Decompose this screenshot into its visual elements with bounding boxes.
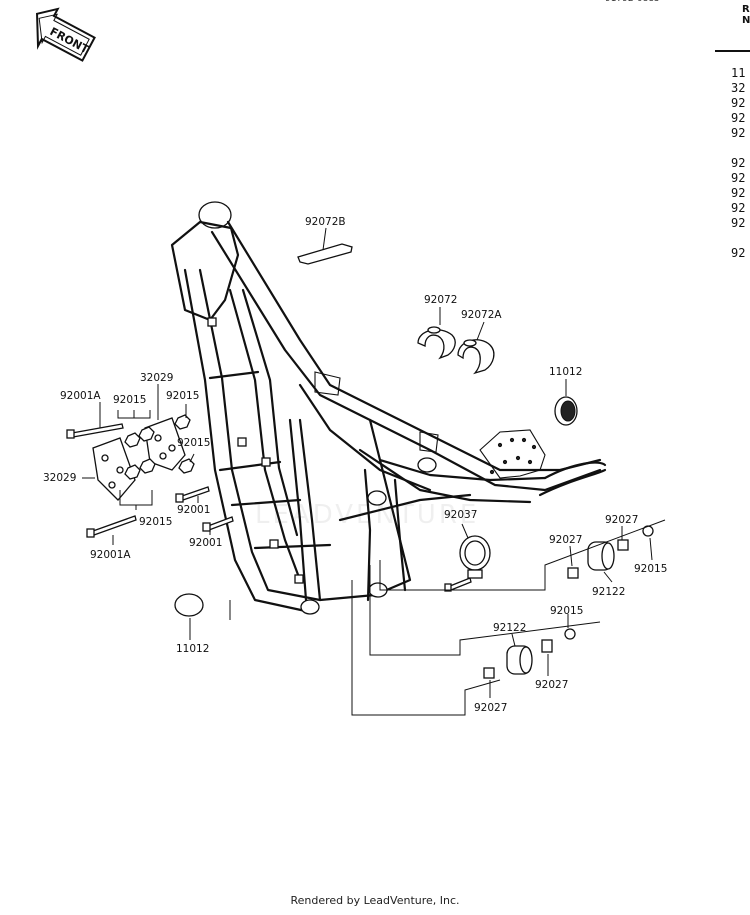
label-92122-a: 92122 xyxy=(592,586,625,598)
leader-lines xyxy=(82,227,666,716)
header-rule xyxy=(715,50,750,52)
clamp-92072B-icon xyxy=(297,243,353,265)
damper-92122-lower-icon xyxy=(483,628,576,679)
label-92001-a: 92001 xyxy=(177,504,210,516)
ref-row: 92 xyxy=(731,126,746,140)
label-92027-a: 92027 xyxy=(549,534,582,546)
steering-head xyxy=(198,201,232,229)
label-92072A: 92072A xyxy=(461,309,502,321)
cap-11012-top-icon xyxy=(554,396,578,426)
footer-credit: Rendered by LeadVenture, Inc. xyxy=(290,894,460,907)
label-92072B: 92072B xyxy=(305,216,346,228)
ref-row: 32 xyxy=(731,81,746,95)
label-92015-a: 92015 xyxy=(113,394,146,406)
nut-icon xyxy=(124,414,195,480)
corner-header-line-2: N xyxy=(742,15,750,26)
label-92015-f: 92015 xyxy=(550,605,583,617)
ref-row: 92 xyxy=(731,171,746,185)
front-arrow-icon: FRONT xyxy=(36,7,96,62)
label-11012-top: 11012 xyxy=(549,366,582,378)
label-92015-b: 92015 xyxy=(166,390,199,402)
band-92037-icon xyxy=(459,535,491,579)
part-number-labels: 92072B 92072 92072A 11012 32029 92001A 9… xyxy=(43,216,667,714)
corner-header: R N xyxy=(742,4,750,26)
part-reference-column: 11 32 92 92 92 92 92 92 92 92 92 xyxy=(731,66,750,261)
cap-11012-bottom-icon xyxy=(174,593,204,617)
engine-mount-plate-upper xyxy=(144,417,186,471)
damper-92122-upper-icon xyxy=(567,525,654,579)
motorcycle-frame xyxy=(170,201,607,615)
label-92001A-top: 92001A xyxy=(60,390,101,402)
label-92027-c: 92027 xyxy=(535,679,568,691)
label-92001-b: 92001 xyxy=(189,537,222,549)
ref-row: 92 xyxy=(731,111,746,125)
ref-row: 92 xyxy=(731,201,746,215)
ref-row: 92 xyxy=(731,186,746,200)
ref-row: 92 xyxy=(731,96,746,110)
ref-row: 92 xyxy=(731,216,746,230)
bolt-icon xyxy=(66,423,472,592)
engine-mount-plate-lower xyxy=(92,437,136,501)
page-reference-number: 91792-0885 xyxy=(605,0,660,4)
label-92072: 92072 xyxy=(424,294,457,306)
ref-row: 11 xyxy=(731,66,746,80)
label-92037: 92037 xyxy=(444,509,477,521)
corner-header-line-1: R xyxy=(742,4,750,15)
ref-row: 92 xyxy=(731,246,746,260)
label-92027-d: 92027 xyxy=(474,702,507,714)
clamp-92072-icon xyxy=(417,326,456,360)
label-92122-b: 92122 xyxy=(493,622,526,634)
ref-row: 92 xyxy=(731,156,746,170)
label-11012-bottom: 11012 xyxy=(176,643,209,655)
label-92015-d: 92015 xyxy=(139,516,172,528)
label-92015-e: 92015 xyxy=(634,563,667,575)
label-92027-b: 92027 xyxy=(605,514,638,526)
label-92001A-bottom: 92001A xyxy=(90,549,131,561)
clamp-92072A-icon xyxy=(457,339,495,375)
label-32029-top: 32029 xyxy=(140,372,173,384)
label-92015-c: 92015 xyxy=(177,437,210,449)
label-32029-left: 32029 xyxy=(43,472,76,484)
